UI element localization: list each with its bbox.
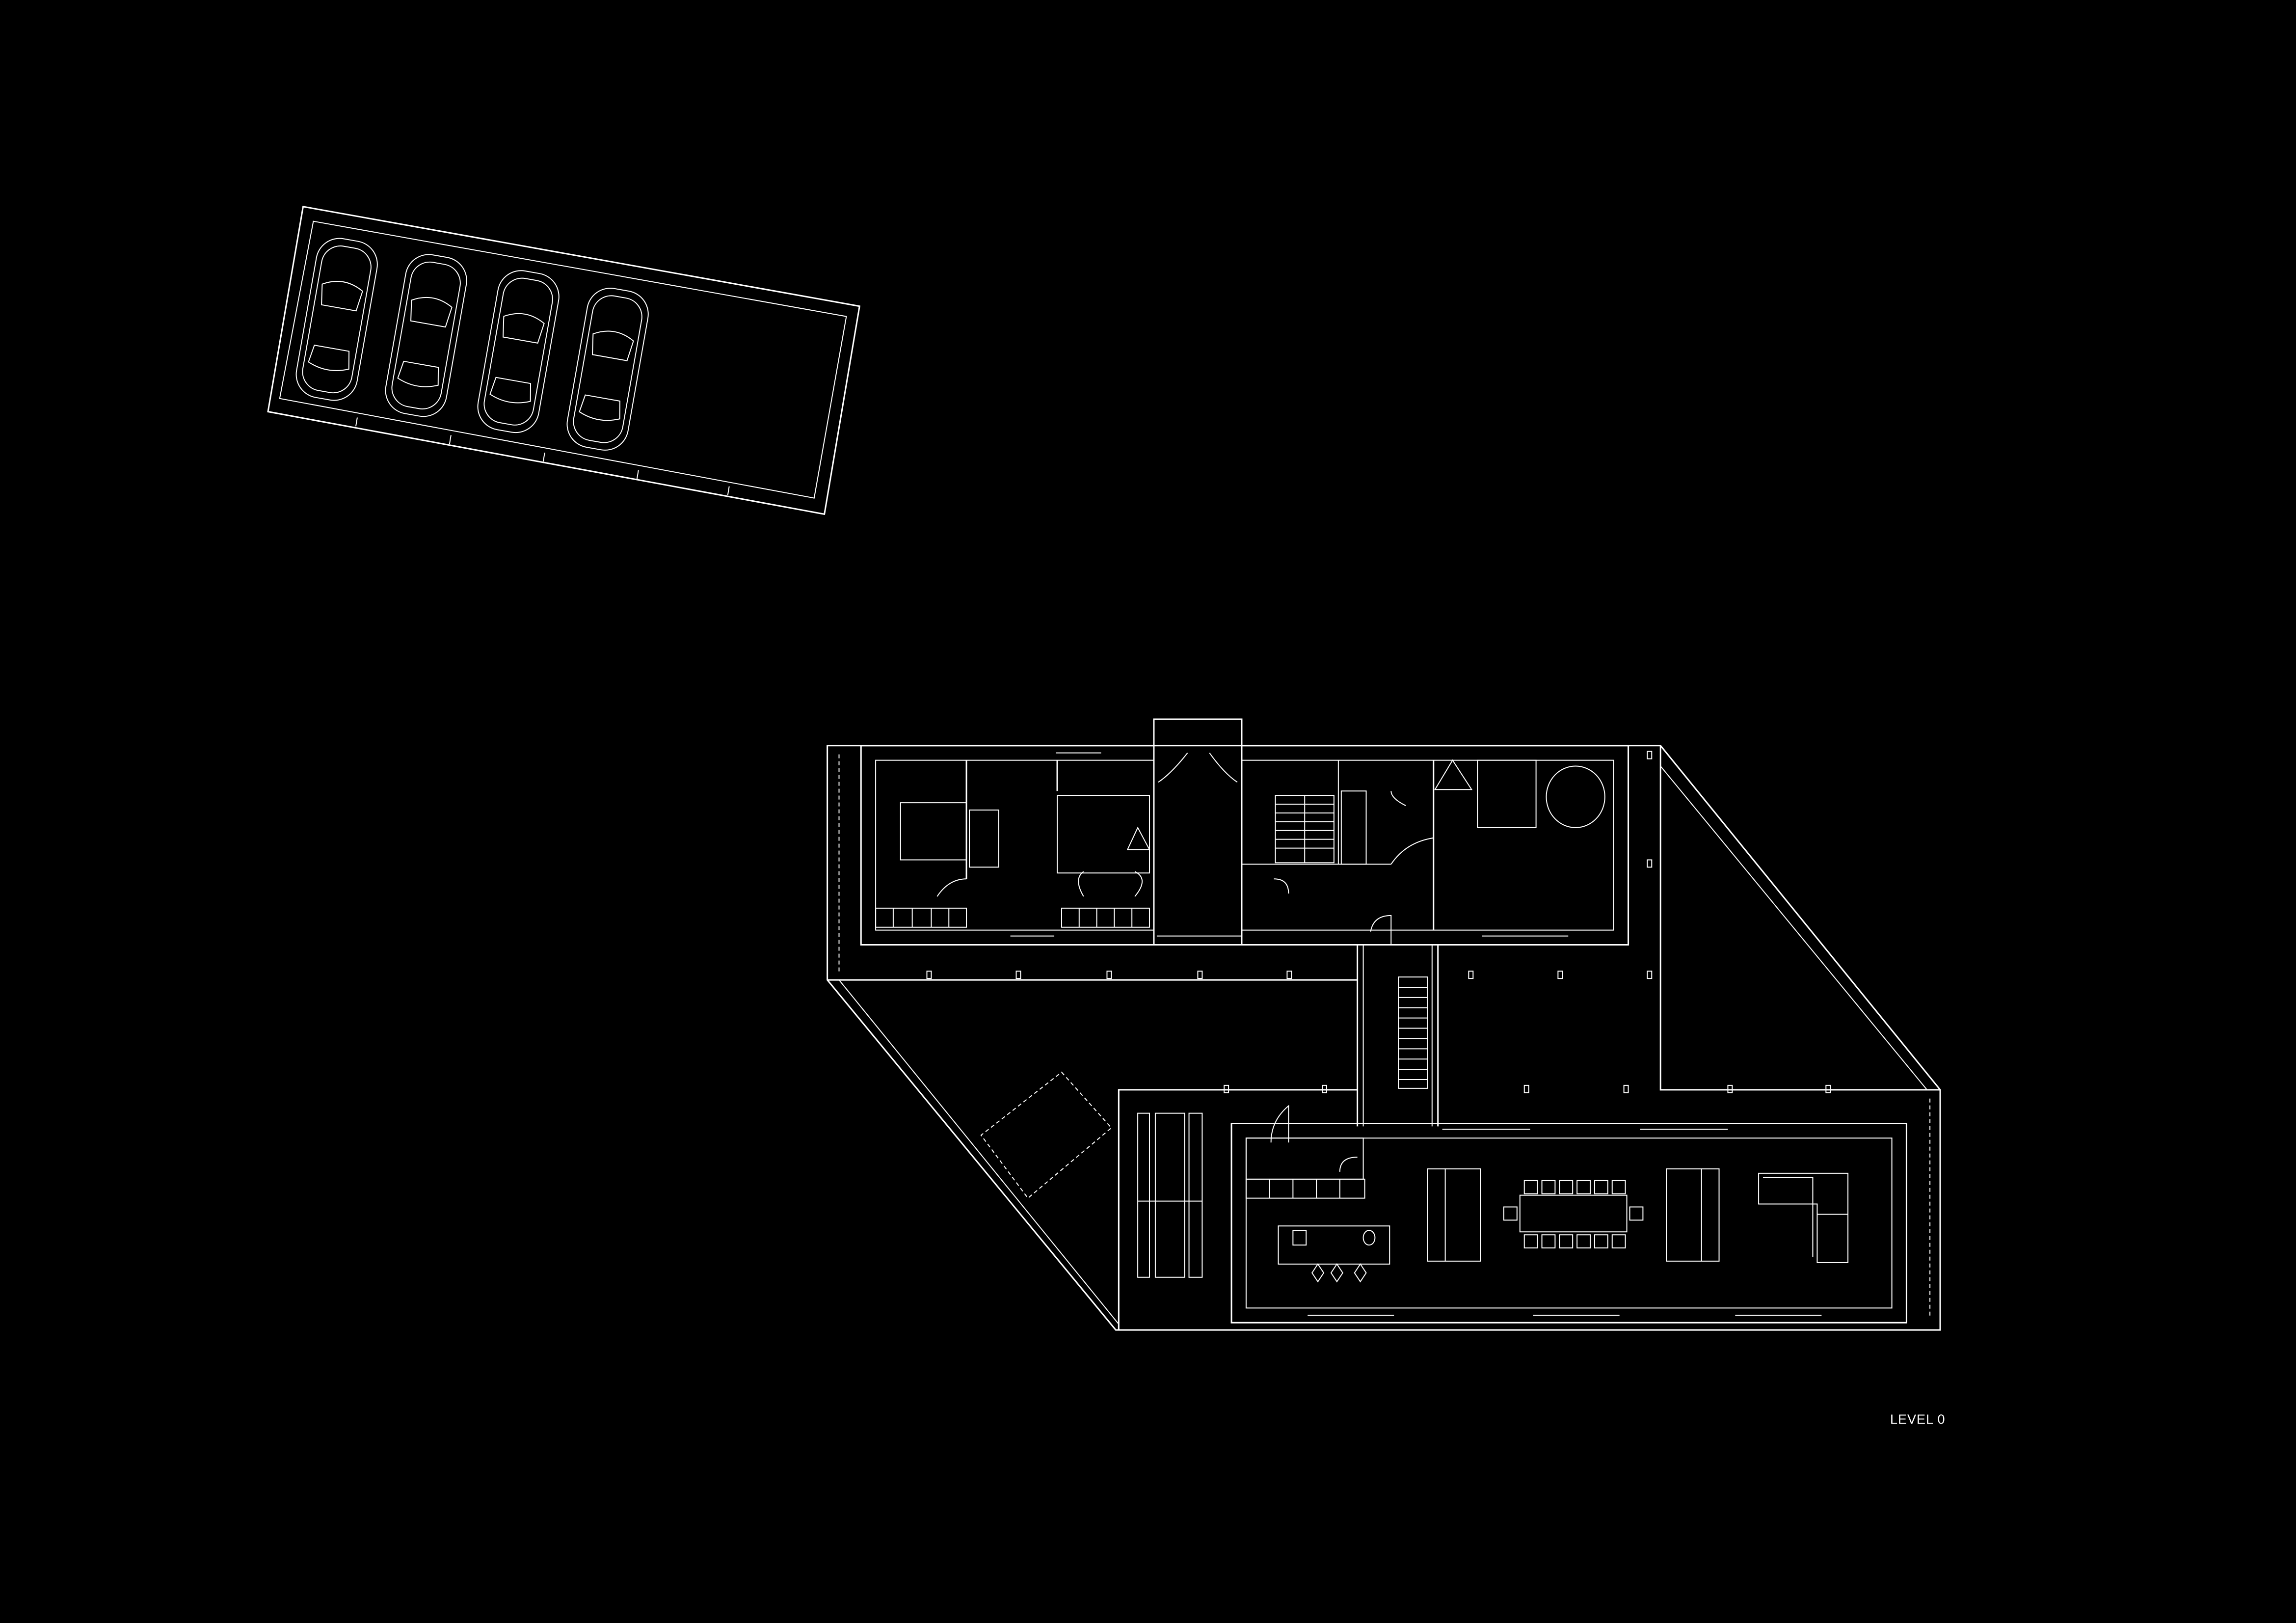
sofa <box>1759 1173 1848 1263</box>
door <box>1370 916 1391 945</box>
car-icon <box>293 235 381 404</box>
shower <box>1435 760 1472 790</box>
level-label: LEVEL 0 <box>1890 1412 1946 1427</box>
cabinet <box>1428 1169 1480 1261</box>
wardrobe <box>876 908 966 927</box>
pantry-shelves <box>1246 1179 1365 1198</box>
entrance-door <box>1158 753 1237 783</box>
south-wing <box>1119 1090 1906 1330</box>
bench <box>1138 1113 1149 1277</box>
cabinet <box>1666 1169 1719 1261</box>
terrace-posts <box>927 752 1831 1093</box>
shower <box>1127 828 1149 850</box>
stool <box>1312 1264 1366 1282</box>
stairs <box>1276 795 1334 863</box>
dashed-outline <box>981 1072 1112 1198</box>
kitchen-island <box>1279 1226 1390 1264</box>
building-outline <box>828 719 1940 1330</box>
car-icon <box>563 285 652 454</box>
parked-cars <box>293 235 652 454</box>
bench <box>1189 1113 1202 1277</box>
bench <box>1155 1113 1185 1277</box>
north-wing <box>861 746 1628 945</box>
desk <box>969 810 999 867</box>
bathtub <box>1546 766 1604 828</box>
car-icon <box>474 267 562 436</box>
dining-table <box>1504 1181 1643 1248</box>
car-icon <box>382 251 470 420</box>
bed <box>901 803 966 860</box>
corridor <box>1358 945 1438 1126</box>
carport <box>268 207 859 514</box>
stairs <box>1398 977 1428 1088</box>
wardrobe <box>1062 908 1149 927</box>
